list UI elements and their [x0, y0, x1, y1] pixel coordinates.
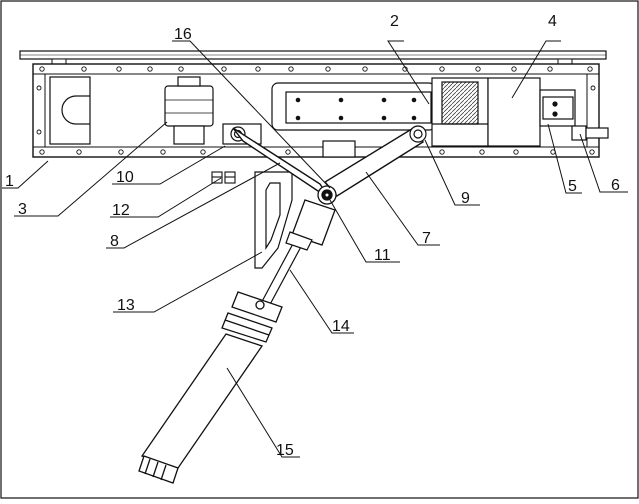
label-10: 10 — [116, 169, 134, 186]
label-5: 5 — [568, 178, 577, 195]
label-8: 8 — [110, 233, 119, 250]
central-pivot-11 — [291, 185, 337, 246]
link-7 — [323, 126, 424, 197]
block-4 — [487, 77, 541, 147]
label-4: 4 — [548, 13, 557, 30]
label-9: 9 — [461, 190, 470, 207]
leader-lines — [2, 40, 628, 458]
center-bracket — [322, 140, 356, 158]
label-3: 3 — [18, 201, 27, 218]
label-6: 6 — [611, 177, 620, 194]
label-1: 1 — [5, 173, 14, 190]
label-11: 11 — [374, 247, 391, 264]
label-14: 14 — [332, 318, 350, 335]
roller-block-3 — [164, 76, 214, 145]
support-plate-13 — [254, 171, 293, 269]
pivot-9 — [409, 125, 427, 143]
end-rail-5 — [539, 89, 576, 127]
linear-rail — [271, 82, 436, 131]
end-fitting-6 — [571, 125, 609, 141]
label-12: 12 — [112, 202, 130, 219]
label-2: 2 — [390, 13, 399, 30]
main-frame — [32, 63, 600, 158]
part-labels: 1 2 3 4 5 6 7 8 9 10 11 12 13 14 15 16 — [5, 13, 620, 459]
label-15: 15 — [276, 442, 294, 459]
label-13: 13 — [117, 297, 135, 314]
rail-holes — [295, 97, 417, 121]
label-7: 7 — [422, 230, 431, 247]
slider-carriage-2 — [431, 77, 489, 147]
cylinder-15 — [138, 291, 283, 484]
left-end-block — [49, 76, 91, 145]
small-blocks-12 — [211, 171, 236, 184]
label-16: 16 — [174, 26, 192, 43]
